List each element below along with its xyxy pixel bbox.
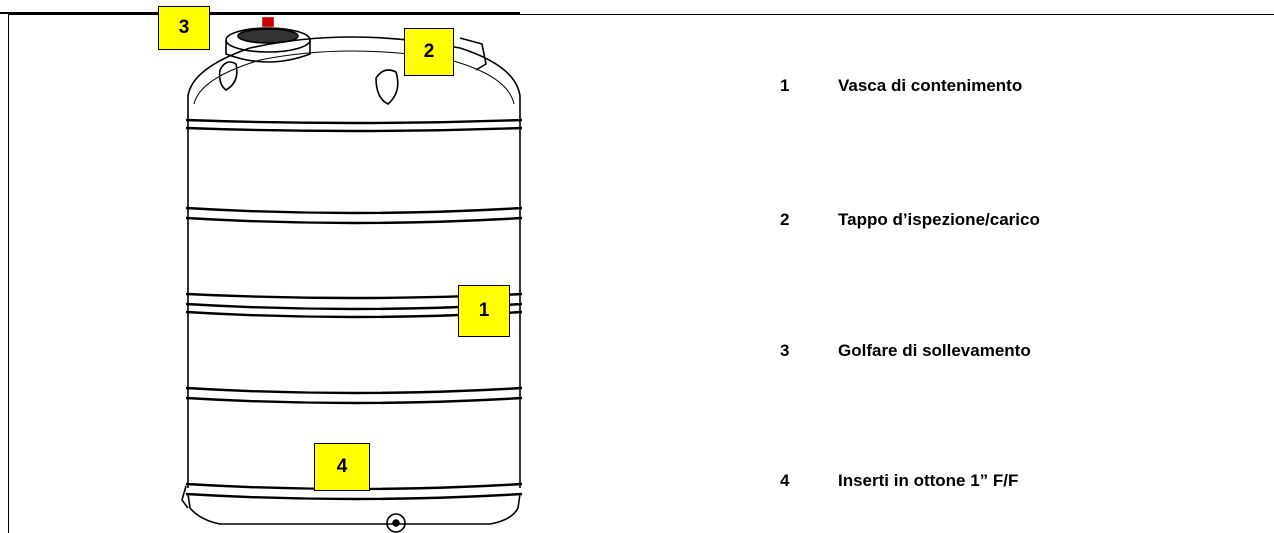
callout-4: 4: [314, 443, 370, 491]
legend-item: 2 Tappo d’ispezione/carico: [780, 210, 1040, 230]
callout-3: 3: [158, 6, 210, 50]
legend-item: 3 Golfare di sollevamento: [780, 341, 1031, 361]
legend-number: 1: [780, 76, 790, 95]
diagram-frame: [8, 14, 1274, 533]
legend-item: 4 Inserti in ottone 1” F/F: [780, 471, 1018, 491]
legend-label: Golfare di sollevamento: [838, 341, 1031, 360]
legend-number: 2: [780, 210, 790, 229]
legend-number: 4: [780, 471, 790, 490]
callout-2: 2: [404, 28, 454, 76]
legend-label: Tappo d’ispezione/carico: [838, 210, 1040, 229]
heading-underline: [0, 12, 520, 14]
legend-item: 1 Vasca di contenimento: [780, 76, 1022, 96]
legend-label: Inserti in ottone 1” F/F: [838, 471, 1019, 490]
legend-label: Vasca di contenimento: [838, 76, 1023, 95]
legend-number: 3: [780, 341, 790, 360]
callout-1: 1: [458, 285, 510, 337]
